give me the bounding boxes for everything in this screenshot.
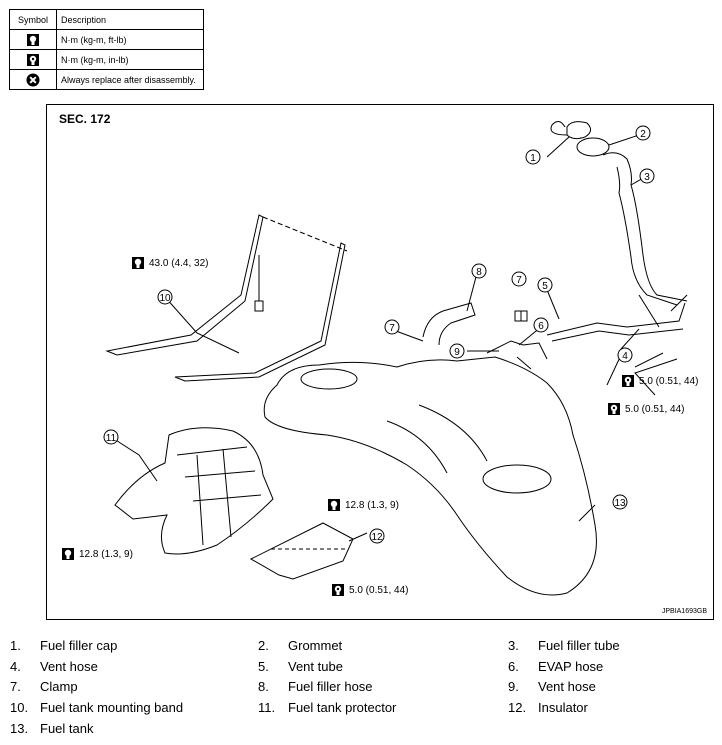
fuel-filler-cap-drawing (550, 121, 591, 140)
svg-text:1: 1 (530, 153, 536, 164)
legend-item: 2.Grommet (258, 638, 343, 653)
svg-text:4: 4 (622, 351, 628, 362)
always-replace-icon (26, 73, 40, 86)
legend-item: 12.Insulator (508, 700, 588, 715)
callout-13: 13 (612, 494, 628, 510)
torque-value: 12.8 (1.3, 9) (79, 548, 133, 560)
legend-item: 3.Fuel filler tube (508, 638, 620, 653)
callout-6: 6 (533, 317, 549, 333)
callout-9: 9 (449, 343, 465, 359)
torque-value: 5.0 (0.51, 44) (625, 403, 685, 415)
callout-8: 8 (471, 263, 487, 279)
svg-text:6: 6 (538, 321, 544, 332)
legend-item: 10.Fuel tank mounting band (10, 700, 184, 715)
torque-value: 12.8 (1.3, 9) (345, 499, 399, 511)
callout-5: 5 (537, 277, 553, 293)
callouts: 1 2 3 4 5 6 7 7 8 9 10 11 12 13 (103, 125, 655, 544)
legend-item: 9.Vent hose (508, 679, 596, 694)
fuel-tank-drawing (263, 356, 597, 596)
svg-text:13: 13 (614, 498, 626, 509)
fuel-tank-mounting-band-drawing (105, 214, 346, 382)
callout-4: 4 (617, 347, 633, 363)
torque-label-protector-bolt: 12.8 (1.3, 9) (327, 498, 399, 512)
torque-wrench-inlb-icon (27, 53, 39, 66)
insulator-drawing (249, 522, 354, 580)
svg-text:10: 10 (159, 293, 171, 304)
legend-item: 11.Fuel tank protector (258, 700, 397, 715)
torque-label-protector-nut: 12.8 (1.3, 9) (61, 547, 133, 561)
callout-2: 2 (635, 125, 651, 141)
torque-wrench-ftlb-icon (27, 33, 39, 46)
torque-wrench-inlb-icon (622, 375, 634, 387)
torque-wrench-ftlb-icon (328, 499, 340, 511)
torque-wrench-inlb-icon (332, 584, 344, 596)
legend-item: 7.Clamp (10, 679, 78, 694)
svg-text:7: 7 (516, 275, 522, 286)
svg-text:2: 2 (640, 129, 646, 140)
legend-item: 5.Vent tube (258, 659, 343, 674)
legend-item: 1.Fuel filler cap (10, 638, 118, 653)
figure-code: JPBIA1693GB (661, 608, 707, 615)
legend-item: 8.Fuel filler hose (258, 679, 373, 694)
torque-label-band-bolt: 43.0 (4.4, 32) (131, 256, 208, 270)
legend-item: 6.EVAP hose (508, 659, 604, 674)
torque-value: 5.0 (0.51, 44) (639, 375, 699, 387)
callout-10: 10 (157, 289, 173, 305)
callout-3: 3 (639, 168, 655, 184)
fuel-filler-tube-drawing (602, 152, 688, 306)
svg-text:8: 8 (476, 267, 482, 278)
callout-1: 1 (525, 149, 541, 165)
svg-text:11: 11 (106, 433, 117, 444)
symbol-header: Symbol (9, 9, 57, 30)
fuel-tank-protector-drawing (114, 427, 274, 555)
torque-value: 5.0 (0.51, 44) (349, 584, 409, 596)
svg-text:12: 12 (371, 532, 383, 543)
legend-item: 4.Vent hose (10, 659, 98, 674)
grommet-drawing (576, 137, 610, 157)
callout-7b: 7 (384, 319, 400, 335)
torque-value: 43.0 (4.4, 32) (149, 257, 209, 269)
fuel-filler-hose-drawing (422, 302, 476, 346)
svg-text:5: 5 (542, 281, 548, 292)
torque-wrench-ftlb-icon (132, 257, 144, 269)
callout-11: 11 (103, 429, 119, 445)
symbol-desc-replace: Always replace after disassembly. (56, 69, 204, 90)
torque-wrench-inlb-icon (608, 403, 620, 415)
vent-tube-drawing (546, 302, 686, 342)
svg-text:3: 3 (644, 172, 650, 183)
band-bolt-drawing (254, 255, 264, 312)
torque-label-insulator-nut: 5.0 (0.51, 44) (331, 583, 408, 597)
evap-hose-drawing (486, 340, 548, 370)
torque-label-vent-tube-lower: 5.0 (0.51, 44) (607, 402, 684, 416)
symbol-desc-ftlb: N·m (kg-m, ft-lb) (56, 29, 204, 50)
description-header: Description (56, 9, 204, 30)
diagram-frame: SEC. 172 (46, 104, 714, 620)
legend-item: 13.Fuel tank (10, 721, 94, 736)
symbol-desc-inlb: N·m (kg-m, in-lb) (56, 49, 204, 70)
vent-hose-drawing (638, 294, 688, 328)
callout-7a: 7 (511, 271, 527, 287)
section-title: SEC. 172 (59, 112, 111, 126)
fuel-system-exploded-view: 1 2 3 4 5 6 7 7 8 9 10 11 12 13 (103, 121, 688, 596)
torque-wrench-ftlb-icon (62, 548, 74, 560)
svg-text:9: 9 (454, 347, 460, 358)
svg-text:7: 7 (389, 323, 395, 334)
torque-label-vent-tube-upper: 5.0 (0.51, 44) (621, 374, 698, 388)
symbol-table: Symbol Description N·m (kg-m, ft-lb) N·m… (9, 9, 204, 90)
callout-12: 12 (369, 528, 385, 544)
